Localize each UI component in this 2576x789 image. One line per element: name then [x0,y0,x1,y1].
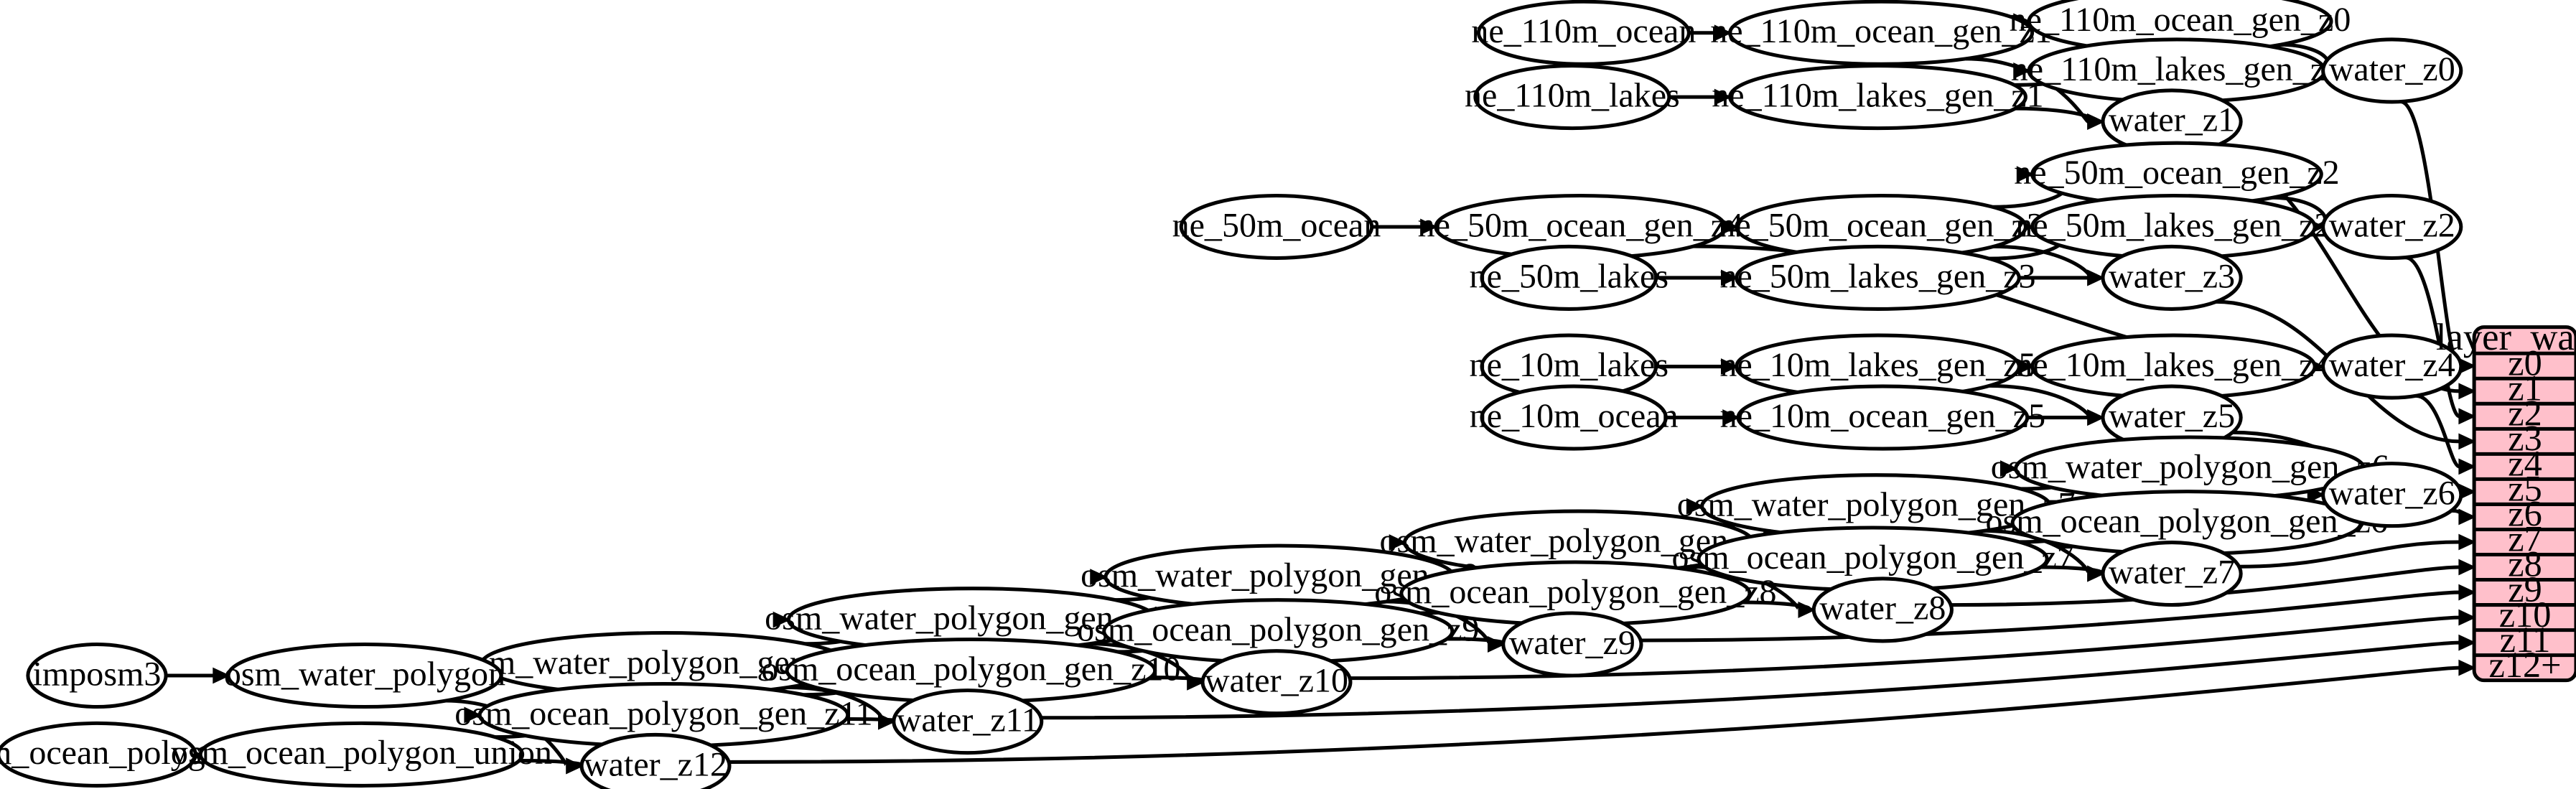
graph-node-label: water_z1 [2109,101,2235,139]
graph-node-label: ne_10m_lakes_gen_z5 [1719,346,2035,384]
record-field-z10[interactable]: z10 [2499,594,2552,635]
record-field-z9[interactable]: z9 [2508,569,2542,610]
graph-node-label: ne_110m_lakes_gen_z1 [1712,76,2043,114]
graph-node-label: water_z5 [2109,397,2235,435]
graph-node-label: osm_ocean_polygon_gen_z9 [1077,611,1479,649]
graph-node-label: water_z7 [2109,553,2235,591]
graph-node-label: water_z4 [2329,346,2455,384]
graph-node-label: osm_ocean_polygon_gen_z7 [1671,538,2073,576]
record-field-z5[interactable]: z5 [2508,469,2542,509]
record-node-layer-water[interactable]: layer_waterz0z1z2z3z4z5z6z7z8z9z10z11z12… [2436,317,2576,685]
graph-node-water_z1[interactable]: water_z1 [2101,88,2243,155]
record-field-z7[interactable]: z7 [2508,519,2542,559]
graph-node-ne_110m_ocean_gen_z1[interactable]: ne_110m_ocean_gen_z1 [1710,0,2052,66]
graph-node-osm_ocean_polygon_gen_z10[interactable]: osm_ocean_polygon_gen_z10 [761,638,1181,704]
graph-node-ne_10m_ocean[interactable]: ne_10m_ocean [1470,384,1679,451]
graph-node-label: osm_ocean_polygon_gen_z11 [454,694,873,732]
graph-node-osm_water_polygon_gen_z6[interactable]: osm_water_polygon_gen_z6 [1991,435,2389,502]
graph-node-osm_ocean_polygon_gen_z8[interactable]: osm_ocean_polygon_gen_z8 [1374,560,1777,627]
record-title: layer_water [2436,317,2576,358]
graph-node-label: ne_110m_lakes_gen_z0 [2011,50,2343,88]
graph-node-ne_10m_lakes_gen_z5[interactable]: ne_10m_lakes_gen_z5 [1719,333,2036,400]
record-field-z2[interactable]: z2 [2508,393,2542,434]
graph-node-label: ne_10m_lakes_gen_z4 [2015,346,2331,384]
graph-node-ne_50m_ocean_gen_z2[interactable]: ne_50m_ocean_gen_z2 [2014,141,2340,207]
record-field-z1[interactable]: z1 [2508,368,2542,408]
graph-node-osm_ocean_polygon_gen_z9[interactable]: osm_ocean_polygon_gen_z9 [1077,598,1479,665]
graph-node-label: osm_water_polygon [224,655,505,693]
graph-node-ne_110m_lakes_gen_z0[interactable]: ne_110m_lakes_gen_z0 [2011,37,2343,104]
graph-node-water_z2[interactable]: water_z2 [2321,193,2463,260]
record-field-z6[interactable]: z6 [2508,494,2542,534]
graph-node-water_z9[interactable]: water_z9 [1501,611,1643,678]
graph-node-label: imposm3 [33,655,162,693]
graph-node-water_z11[interactable]: water_z11 [892,688,1044,755]
graph-node-label: ne_50m_lakes_gen_z3 [1719,257,2035,295]
graph-node-label: water_z3 [2109,257,2235,295]
graph-node-water_z6[interactable]: water_z6 [2321,462,2463,528]
graph-node-label: ne_50m_ocean_gen_z3 [1718,206,2043,244]
graph-node-label: water_z12 [584,745,727,783]
graph-node-label: ne_110m_ocean_gen_z0 [2010,1,2351,39]
graph-node-label: osm_ocean_polygon_gen_z6 [1986,502,2388,540]
graph-node-ne_110m_ocean[interactable]: ne_110m_ocean [1471,0,1696,66]
graph-node-ne_110m_lakes[interactable]: ne_110m_lakes [1465,64,1680,131]
graph-node-ne_50m_lakes_gen_z3[interactable]: ne_50m_lakes_gen_z3 [1719,244,2036,311]
graph-node-label: osm_ocean_polygon_gen_z10 [761,650,1180,688]
graph-node-osm_ocean_polygon_gen_z7[interactable]: osm_ocean_polygon_gen_z7 [1671,526,2074,592]
graph-node-label: ne_10m_lakes [1470,346,1669,384]
graph-node-label: ne_110m_ocean [1471,12,1696,50]
graph-node-water_z5[interactable]: water_z5 [2101,384,2243,451]
graph-node-water_z10[interactable]: water_z10 [1200,649,1353,716]
graph-node-label: ne_10m_ocean [1470,397,1679,435]
graph-node-osm_water_polygon_gen_z8[interactable]: osm_water_polygon_gen_z8 [1380,509,1778,576]
graph-node-label: water_z10 [1205,661,1348,699]
graph-node-ne_10m_ocean_gen_z5[interactable]: ne_10m_ocean_gen_z5 [1720,384,2045,451]
graph-node-osm_water_polygon[interactable]: osm_water_polygon [224,642,505,709]
graph-node-water_z0[interactable]: water_z0 [2321,37,2463,104]
graph-node-label: water_z0 [2329,50,2455,88]
record-field-z11[interactable]: z11 [2500,620,2551,660]
graph-node-osm_ocean_polygon_union[interactable]: osm_ocean_polygon_union [171,721,552,788]
graph-node-label: ne_110m_lakes [1465,76,1680,114]
graph-node-water_z3[interactable]: water_z3 [2101,244,2243,311]
graph-node-ne_50m_lakes[interactable]: ne_50m_lakes [1470,244,1669,311]
graph-node-label: osm_ocean_polygon_union [171,734,552,772]
graph-node-ne_110m_lakes_gen_z1[interactable]: ne_110m_lakes_gen_z1 [1712,64,2044,131]
graph-node-label: ne_50m_lakes [1470,257,1669,295]
graph-node-label: osm_water_polygon_gen_z6 [1991,448,2389,486]
graph-node-osm_water_polygon_gen_z9[interactable]: osm_water_polygon_gen_z9 [1081,543,1479,610]
graph-node-label: ne_10m_ocean_gen_z5 [1720,397,2045,435]
graph-node-ne_10m_lakes[interactable]: ne_10m_lakes [1470,333,1669,400]
graph-node-label: water_z8 [1819,589,1946,627]
record-field-z3[interactable]: z3 [2508,419,2542,459]
graph-node-label: water_z9 [1509,624,1635,662]
graph-node-label: ne_50m_ocean_gen_z4 [1418,206,1743,244]
graph-node-label: water_z6 [2329,474,2455,512]
record-field-z8[interactable]: z8 [2508,544,2542,584]
graph-node-water_z8[interactable]: water_z8 [1811,576,1954,643]
graph-node-imposm3[interactable]: imposm3 [26,642,168,709]
graph-node-label: ne_50m_lakes_gen_z2 [2015,206,2331,244]
graph-node-label: ne_50m_ocean_gen_z2 [2014,154,2339,192]
graph-node-label: osm_water_polygon_gen_z7 [1677,486,2076,524]
graph-node-label: ne_50m_ocean [1172,206,1381,244]
graph-node-osm_ocean_polygon_gen_z6[interactable]: osm_ocean_polygon_gen_z6 [1986,490,2388,556]
graph-node-ne_50m_ocean[interactable]: ne_50m_ocean [1172,193,1381,260]
graph-node-label: ne_110m_ocean_gen_z1 [1710,12,2052,50]
record-field-z4[interactable]: z4 [2508,444,2542,484]
graph-node-label: osm_ocean_polygon_gen_z8 [1374,573,1776,611]
graph-node-water_z4[interactable]: water_z4 [2321,333,2463,400]
record-field-z0[interactable]: z0 [2508,342,2542,383]
graph-node-water_z7[interactable]: water_z7 [2101,541,2243,607]
graph-node-label: water_z11 [897,701,1039,739]
graph-node-label: water_z2 [2329,206,2455,244]
graph-node-water_z12[interactable]: water_z12 [579,732,732,789]
graph-node-ne_50m_ocean_gen_z4[interactable]: ne_50m_ocean_gen_z4 [1418,193,1743,260]
graph-node-ne_50m_ocean_gen_z3[interactable]: ne_50m_ocean_gen_z3 [1718,193,2044,260]
record-field-z12+[interactable]: z12+ [2489,645,2562,685]
